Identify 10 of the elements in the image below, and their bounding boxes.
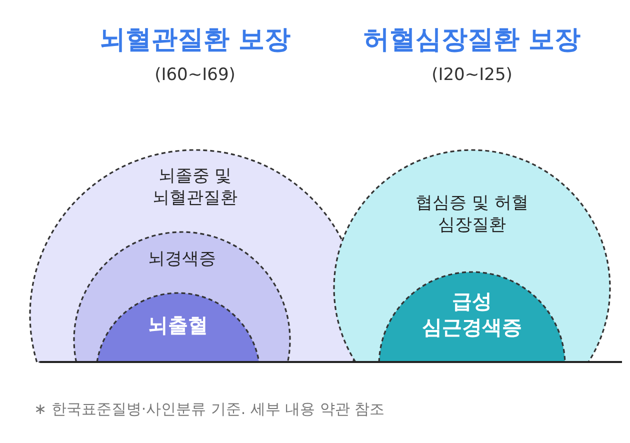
- section-heading: 허혈심장질환 보장: [362, 24, 582, 57]
- code-range: (I60~I69): [154, 64, 236, 86]
- section-heading: 뇌혈관질환 보장: [98, 24, 292, 57]
- region-label: 급성 심근경색증: [421, 288, 523, 340]
- code-range: (I20~I25): [430, 64, 514, 86]
- region-label: 뇌경색증: [147, 248, 217, 270]
- region-label: 협심증 및 허혈 심장질환: [414, 192, 530, 236]
- footnote: ∗ 한국표준질병·사인분류 기준. 세부 내용 약관 참조: [34, 400, 385, 420]
- region-label: 뇌졸중 및 뇌혈관질환: [152, 165, 238, 210]
- region-label: 뇌출혈: [147, 312, 209, 338]
